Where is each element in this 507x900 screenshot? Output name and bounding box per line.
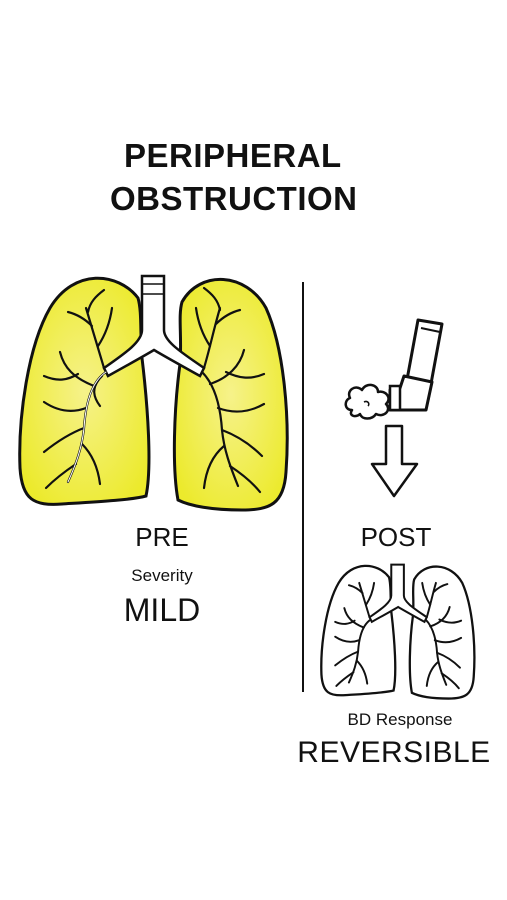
down-arrow-icon [370, 424, 419, 498]
title-line-1: PERIPHERAL [124, 137, 342, 174]
pre-lungs-icon [18, 274, 289, 512]
pre-label: PRE [135, 522, 189, 552]
bd-response-label: BD Response [347, 710, 453, 729]
severity-value: MILD [123, 592, 201, 628]
severity-label: Severity [131, 566, 193, 585]
post-label: POST [360, 522, 432, 552]
post-lungs-icon [320, 563, 476, 700]
bd-response-value: REVERSIBLE [297, 736, 491, 769]
divider-line [302, 282, 304, 692]
title-line-2: OBSTRUCTION [110, 180, 358, 217]
puff-cloud-icon [344, 383, 390, 420]
inhaler-icon [388, 318, 444, 412]
